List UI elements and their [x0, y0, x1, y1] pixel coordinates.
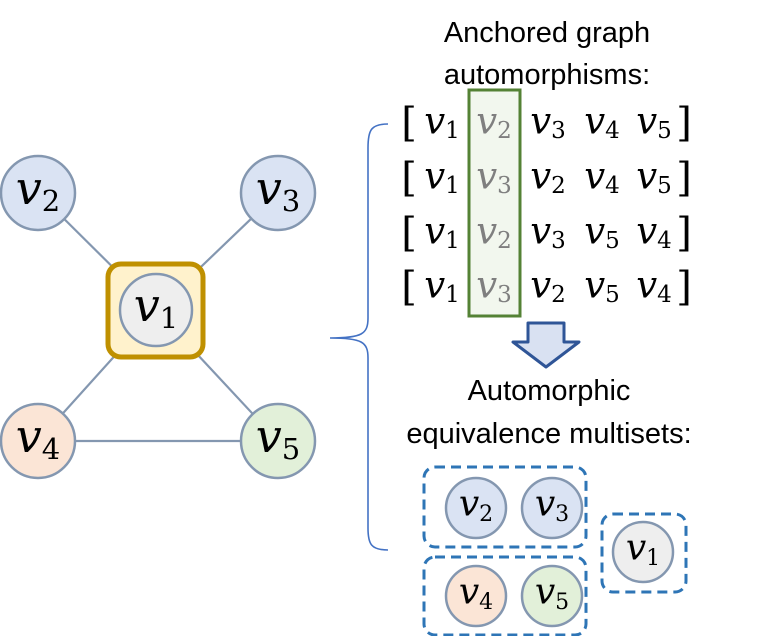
column-highlight-box [467, 88, 522, 318]
title-line-2: automorphisms: [444, 59, 650, 91]
bracket-close: ] [676, 264, 692, 310]
multiset-border [422, 465, 588, 549]
multiset-node [444, 476, 508, 540]
node-circle [0, 154, 77, 232]
multiset-border [422, 555, 588, 636]
multiset-box: v1 [600, 512, 688, 594]
bracket-close: ] [676, 210, 692, 256]
title-line-1: Anchored graph [444, 17, 650, 49]
subtitle-line-1: Automorphic [468, 375, 631, 407]
automorphism-entry: v5 [636, 155, 672, 200]
automorphism-entry: v2 [530, 155, 566, 200]
graph-node-v4: v4 [0, 402, 77, 480]
bracket-open: [ [401, 155, 417, 201]
automorphism-entry: v1 [424, 100, 460, 145]
multiset-node [611, 520, 675, 584]
automorphism-entry: v5 [584, 264, 620, 309]
bracket-open: [ [401, 210, 417, 256]
bracket-open: [ [401, 264, 417, 310]
bracket-close: ] [676, 100, 692, 146]
node-circle [118, 272, 194, 348]
node-circle [0, 402, 77, 480]
graph-node-v2: v2 [0, 154, 77, 232]
down-arrow-icon [511, 321, 581, 369]
subtitle-line-2: equivalence multisets: [406, 418, 691, 450]
node-circle [239, 154, 317, 232]
automorphism-entry: v1 [424, 264, 460, 309]
automorphism-entry: v3 [530, 100, 566, 145]
graph-node-v3: v3 [239, 154, 317, 232]
automorphism-entry: v4 [584, 100, 620, 145]
automorphism-entry: v5 [636, 100, 672, 145]
multiset-node [520, 564, 584, 628]
bracket-close: ] [676, 155, 692, 201]
automorphism-entry: v4 [636, 264, 672, 309]
bracket-open: [ [401, 100, 417, 146]
multiset-border [600, 512, 688, 594]
automorphism-entry: v5 [584, 210, 620, 255]
automorphism-entry: v2 [530, 264, 566, 309]
automorphism-entry: v1 [424, 210, 460, 255]
automorphism-entry: v3 [530, 210, 566, 255]
multiset-node [520, 476, 584, 540]
curly-brace [329, 123, 389, 551]
automorphism-entry: v2 [476, 210, 512, 255]
graph-node-v1: v1 [118, 272, 194, 348]
multiset-node [444, 564, 508, 628]
graph-nodes: v1 v2 v3 v4 v5 [0, 154, 317, 480]
graph-node-v5: v5 [239, 402, 317, 480]
node-circle [239, 402, 317, 480]
automorphism-entry: v1 [424, 155, 460, 200]
automorphism-row: [v1 v2 v3 v5 v4] [401, 210, 692, 257]
automorphism-entry: v4 [584, 155, 620, 200]
node-label: v2 [16, 161, 60, 218]
automorphism-entry: v4 [636, 210, 672, 255]
